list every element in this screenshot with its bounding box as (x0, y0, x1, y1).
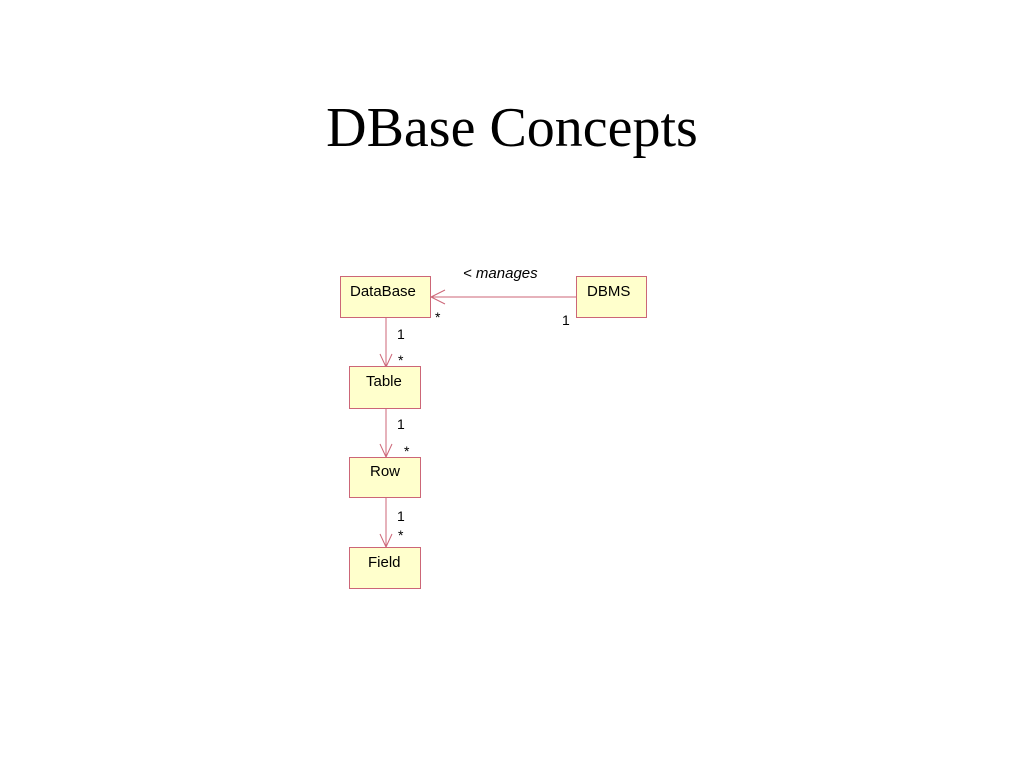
multiplicity-table-row-source: 1 (397, 416, 405, 432)
association-database-table: 1 * (379, 318, 405, 369)
multiplicity-database-table-target: * (398, 352, 404, 368)
association-row-field: 1 * (379, 498, 405, 549)
class-table-box (349, 366, 421, 409)
multiplicity-table-row-target: * (404, 443, 410, 459)
multiplicity-dbms-end: 1 (562, 312, 570, 328)
slide-title: DBase Concepts (326, 97, 698, 159)
class-database-box (340, 276, 431, 318)
association-manages: < manages * 1 (429, 265, 576, 328)
class-database-label: DataBase (350, 283, 416, 300)
class-table-label: Table (366, 373, 402, 390)
class-row-label: Row (370, 463, 400, 480)
class-row[interactable]: Row (349, 457, 421, 498)
class-row-box (349, 457, 421, 498)
class-field-label: Field (368, 554, 401, 571)
class-database[interactable]: DataBase (340, 276, 431, 318)
class-dbms-label: DBMS (587, 283, 630, 300)
class-dbms[interactable]: DBMS (576, 276, 647, 318)
multiplicity-row-field-source: 1 (397, 508, 405, 524)
multiplicity-database-end: * (435, 309, 441, 325)
multiplicity-row-field-target: * (398, 527, 404, 543)
multiplicity-database-table-source: 1 (397, 326, 405, 342)
association-name-manages: < manages (463, 265, 538, 282)
class-table[interactable]: Table (349, 366, 421, 409)
class-dbms-box (576, 276, 647, 318)
class-field-box (349, 547, 421, 589)
class-field[interactable]: Field (349, 547, 421, 589)
association-table-row: 1 * (379, 409, 410, 459)
